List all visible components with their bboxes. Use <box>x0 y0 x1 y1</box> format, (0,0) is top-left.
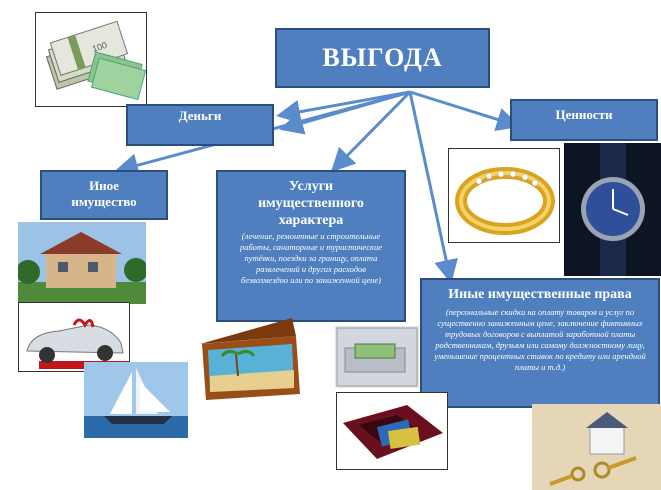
sailboat-photo <box>84 362 188 438</box>
suitcase-photo <box>196 314 306 406</box>
money-photo: 100 <box>35 12 147 107</box>
money-box: Деньги <box>126 104 274 146</box>
arrow-to-money <box>279 90 411 135</box>
services-note: (лечение, ремонтные и строительные работ… <box>240 231 382 285</box>
house-photo <box>18 222 146 304</box>
arrow-to-money-2 <box>276 90 411 124</box>
rights-title: Иные имущественные права <box>448 287 632 302</box>
arrow-to-services <box>330 90 412 173</box>
other-property-label: Иное имущество <box>71 178 137 209</box>
safe-photo <box>335 326 419 388</box>
svg-text:100: 100 <box>91 40 108 54</box>
cards-photo <box>336 392 448 470</box>
other-property-box: Иное имущество <box>40 170 168 220</box>
arrow-to-valuables <box>409 90 521 132</box>
watch-photo <box>564 143 661 276</box>
main-title: ВЫГОДА <box>322 43 443 72</box>
rights-note: (персональные скидки на оплату товаров и… <box>434 307 646 372</box>
money-label: Деньги <box>178 108 222 123</box>
services-title: Услуги имущественного характера <box>258 179 364 228</box>
rights-box: Иные имущественные права (персональные с… <box>420 278 660 408</box>
valuables-label: Ценности <box>555 107 613 122</box>
services-box: Услуги имущественного характера (лечение… <box>216 170 406 322</box>
main-title-box: ВЫГОДА <box>275 28 490 88</box>
valuables-box: Ценности <box>510 99 658 141</box>
ring-photo <box>448 148 560 243</box>
keys-photo <box>532 404 661 490</box>
arrow-to-rights <box>408 91 458 284</box>
